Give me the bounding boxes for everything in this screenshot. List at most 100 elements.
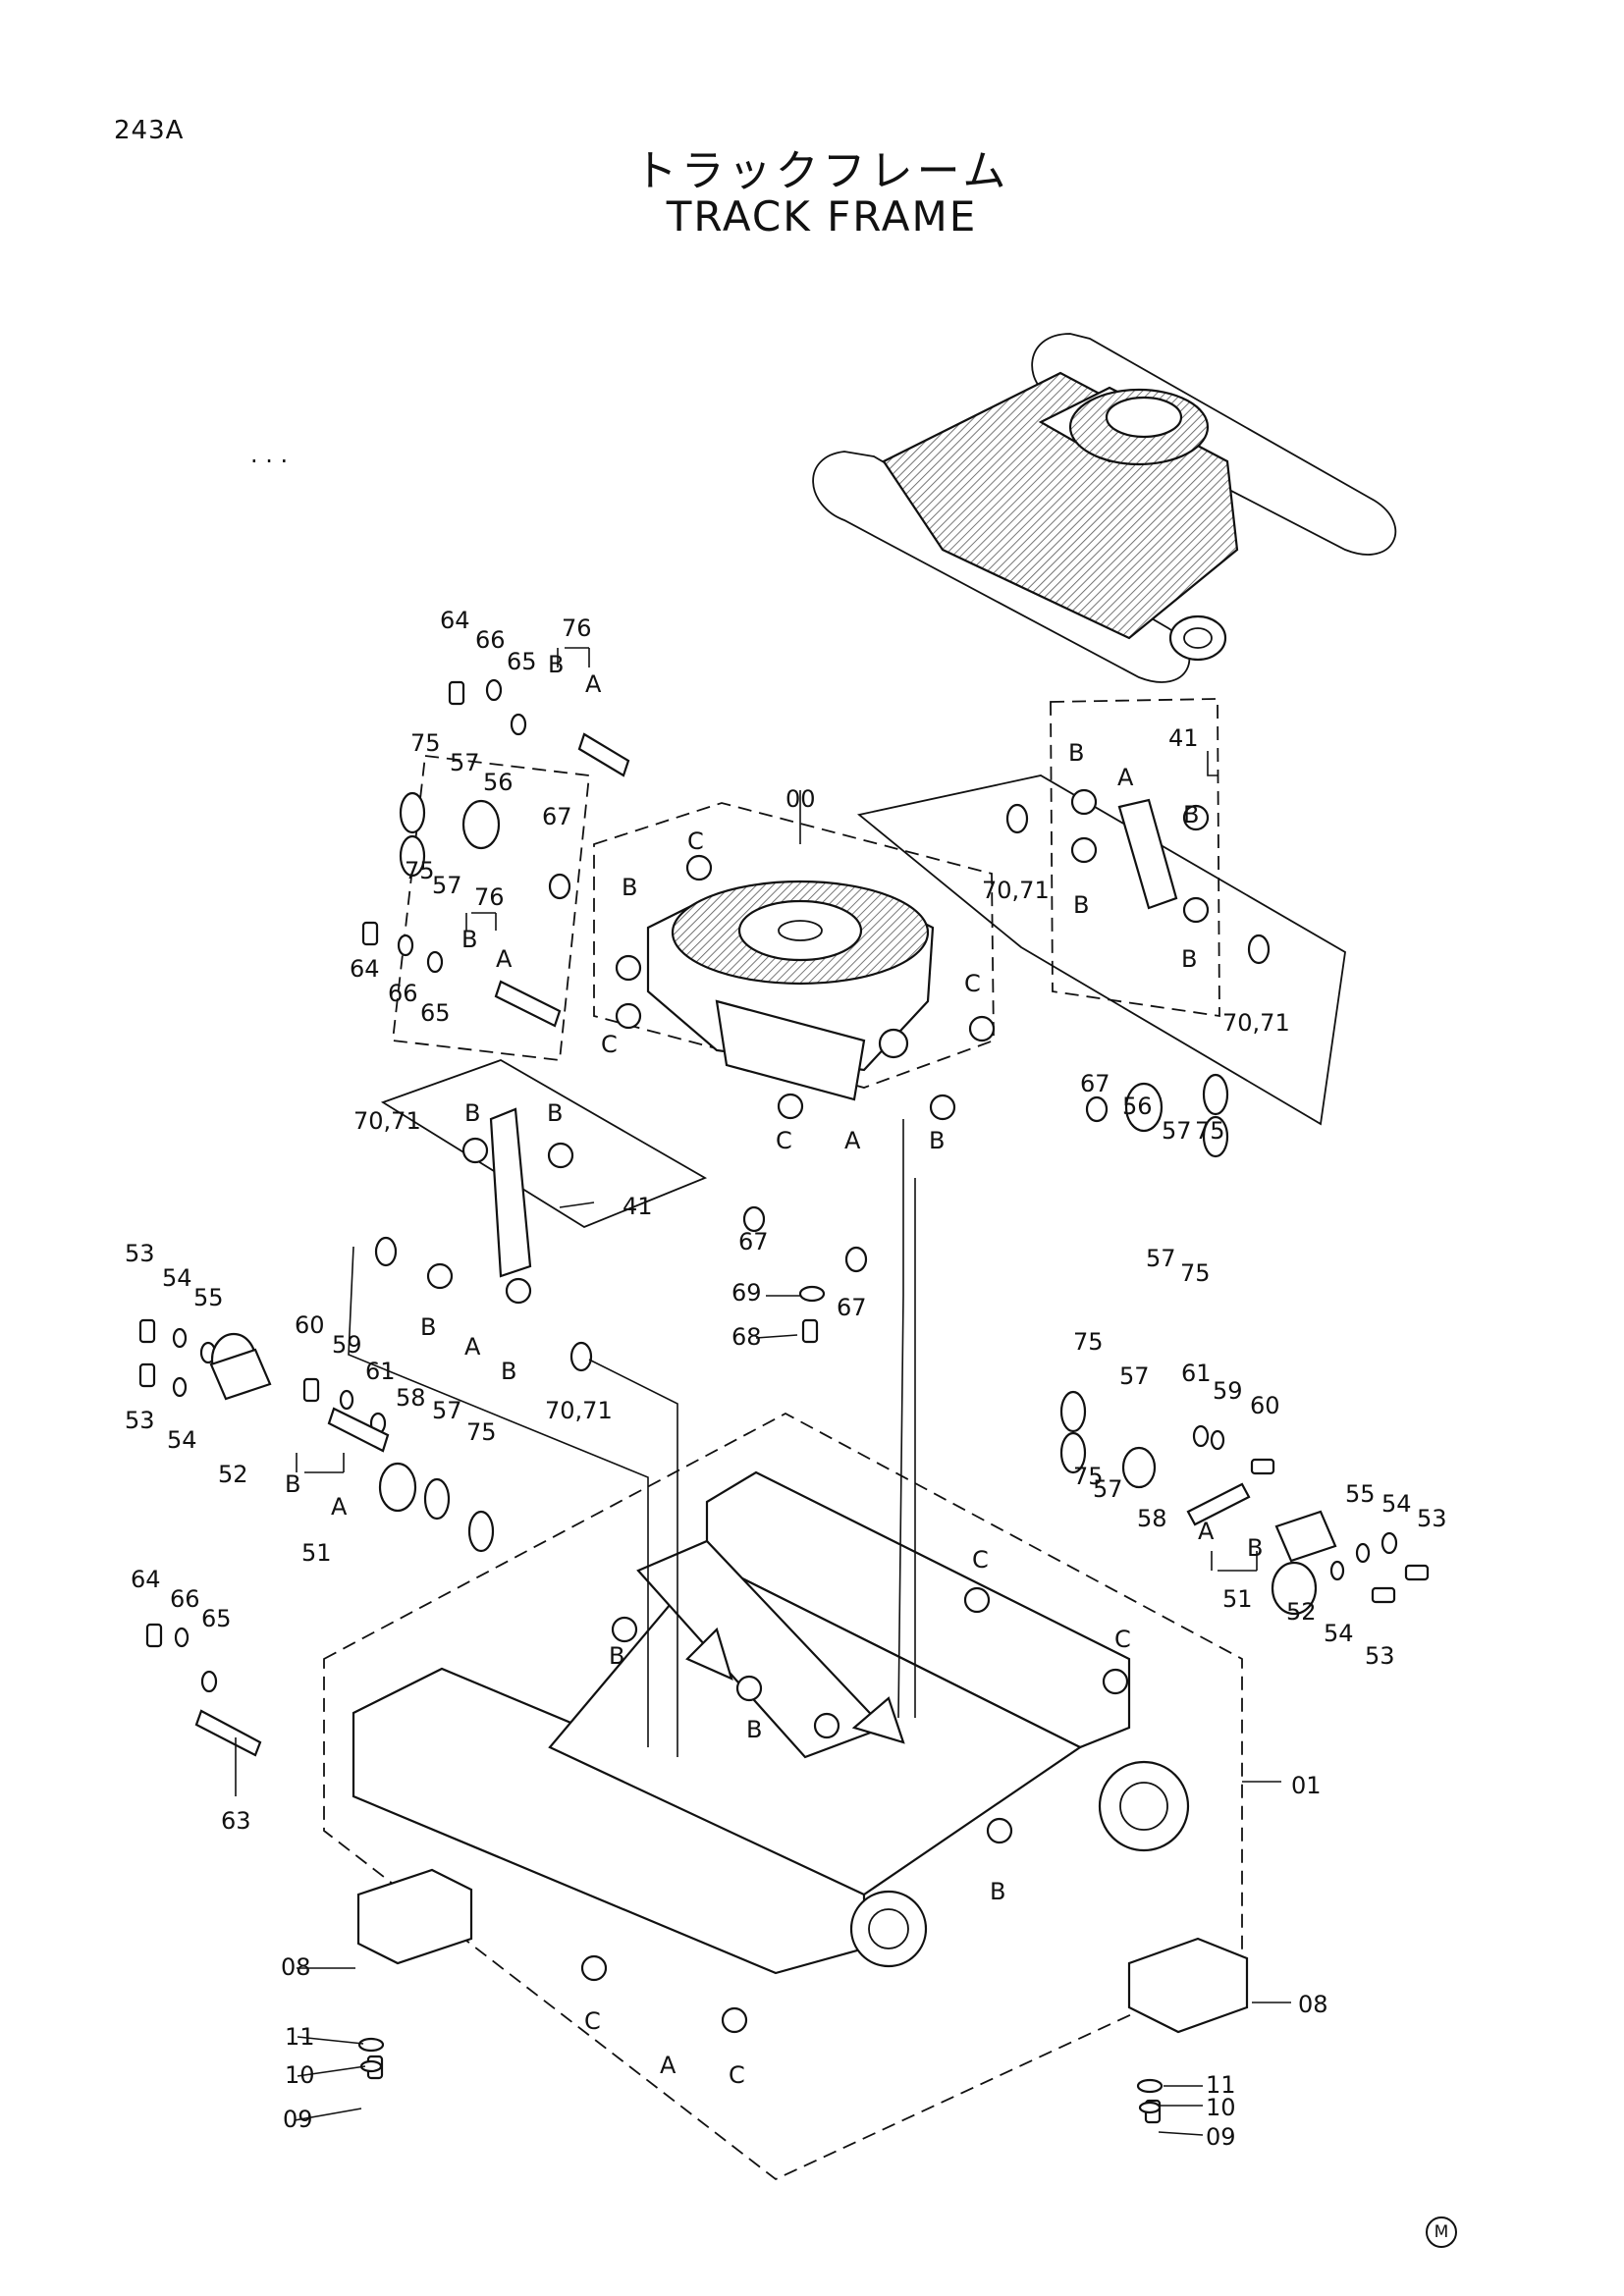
hardware-parts	[138, 678, 1430, 2124]
callout-letter-a: A	[331, 1493, 348, 1521]
callout-60: 60	[1250, 1392, 1280, 1419]
callout-letter-c: C	[972, 1546, 989, 1574]
callout-57: 57	[432, 872, 462, 899]
callout-letter-a: A	[660, 2052, 677, 2079]
callout-51: 51	[301, 1539, 332, 1567]
callout-56: 56	[1122, 1093, 1153, 1120]
callout-51: 51	[1222, 1585, 1253, 1613]
callout-67: 67	[542, 803, 572, 830]
callout-64: 64	[350, 955, 380, 983]
callout-53: 53	[125, 1240, 155, 1267]
callout-70-71: 70,71	[1222, 1009, 1290, 1037]
callout-08: 08	[1298, 1991, 1328, 2018]
callout-54: 54	[1324, 1620, 1354, 1647]
callout-66: 66	[388, 980, 418, 1007]
callout-letter-a: A	[1117, 764, 1134, 791]
callout-41: 41	[623, 1193, 653, 1220]
stray-mark: · · ·	[250, 448, 288, 475]
callout-letter-c: C	[729, 2061, 745, 2089]
callout-letter-b: B	[1073, 891, 1089, 919]
callout-75: 75	[1180, 1259, 1211, 1287]
callout-letter-b: B	[990, 1878, 1005, 1905]
callout-41: 41	[1168, 724, 1199, 752]
callout-67: 67	[837, 1294, 867, 1321]
callout-09: 09	[283, 2106, 313, 2133]
callout-letter-b: B	[1247, 1534, 1263, 1562]
callout-letter-b: B	[285, 1470, 300, 1498]
callout-55: 55	[1345, 1480, 1376, 1508]
callout-letter-b: B	[464, 1099, 480, 1127]
callout-10: 10	[1206, 2094, 1236, 2121]
callout-11: 11	[1206, 2071, 1236, 2099]
callout-01: 01	[1291, 1772, 1322, 1799]
page-code: 243A	[114, 116, 185, 145]
callout-75: 75	[1073, 1463, 1104, 1490]
callout-66: 66	[475, 626, 506, 654]
callout-08: 08	[281, 1953, 311, 1981]
callout-letter-a: A	[1198, 1518, 1215, 1545]
callout-75: 75	[405, 857, 435, 884]
callout-64: 64	[440, 607, 470, 634]
callout-letter-b: B	[622, 874, 637, 901]
callout-labels: 64 66 65 76 B A 75 57 56 67 75 57 00 C B…	[125, 607, 1447, 2151]
callout-65: 65	[201, 1605, 232, 1632]
callout-69: 69	[731, 1279, 762, 1307]
callout-70-71: 70,71	[982, 877, 1050, 904]
callout-76: 76	[474, 883, 505, 911]
callout-letter-c: C	[687, 828, 704, 855]
callout-63: 63	[221, 1807, 251, 1835]
callout-letter-b: B	[1068, 739, 1084, 767]
callout-letter-b: B	[461, 926, 477, 953]
callout-57: 57	[1093, 1475, 1123, 1503]
callout-letter-c: C	[1114, 1626, 1131, 1653]
callout-letter-b: B	[929, 1127, 945, 1154]
callout-letter-b: B	[609, 1642, 624, 1670]
callout-59: 59	[1213, 1377, 1243, 1405]
callout-75: 75	[1195, 1117, 1225, 1145]
callout-57: 57	[1146, 1245, 1176, 1272]
callout-55: 55	[193, 1284, 224, 1311]
callout-letter-a: A	[464, 1333, 481, 1361]
callout-57: 57	[450, 749, 480, 776]
callout-53: 53	[1365, 1642, 1395, 1670]
callout-57: 57	[432, 1397, 462, 1424]
callout-65: 65	[420, 999, 451, 1027]
callout-letter-b: B	[1183, 801, 1199, 828]
callout-10: 10	[285, 2061, 315, 2089]
callout-53: 53	[1417, 1505, 1447, 1532]
callout-57: 57	[1119, 1362, 1150, 1390]
callout-58: 58	[1137, 1505, 1167, 1532]
title-japanese: トラックフレーム	[633, 146, 1010, 196]
track-frame	[352, 1470, 1190, 1975]
callout-letter-a: A	[585, 670, 602, 698]
callout-54: 54	[162, 1264, 192, 1292]
callout-61: 61	[365, 1358, 396, 1385]
callout-64: 64	[131, 1566, 161, 1593]
callout-letter-b: B	[420, 1313, 436, 1341]
callout-letter-c: C	[584, 2007, 601, 2035]
manufacturer-mark: M	[1426, 2216, 1457, 2248]
callout-52: 52	[218, 1461, 248, 1488]
callout-75: 75	[466, 1418, 497, 1446]
callout-letter-b: B	[1181, 945, 1197, 973]
callout-11: 11	[285, 2023, 315, 2051]
callout-53: 53	[125, 1407, 155, 1434]
callout-letter-b: B	[547, 1099, 563, 1127]
callout-letter-b: B	[746, 1716, 762, 1743]
callout-70-71: 70,71	[545, 1397, 613, 1424]
callout-59: 59	[332, 1331, 362, 1359]
callout-76: 76	[562, 614, 592, 642]
callout-60: 60	[295, 1311, 325, 1339]
callout-66: 66	[170, 1585, 200, 1613]
callout-54: 54	[1381, 1490, 1412, 1518]
title-english: TRACK FRAME	[666, 192, 978, 240]
callout-letter-b: B	[548, 651, 564, 678]
callout-70-71: 70,71	[353, 1107, 421, 1135]
callout-57: 57	[1162, 1117, 1192, 1145]
callout-letter-c: C	[776, 1127, 792, 1154]
callout-letter-a: A	[844, 1127, 861, 1154]
leader-lines	[235, 647, 1291, 2136]
swing-center-frame	[646, 880, 935, 1101]
overview-illustration	[812, 333, 1397, 683]
